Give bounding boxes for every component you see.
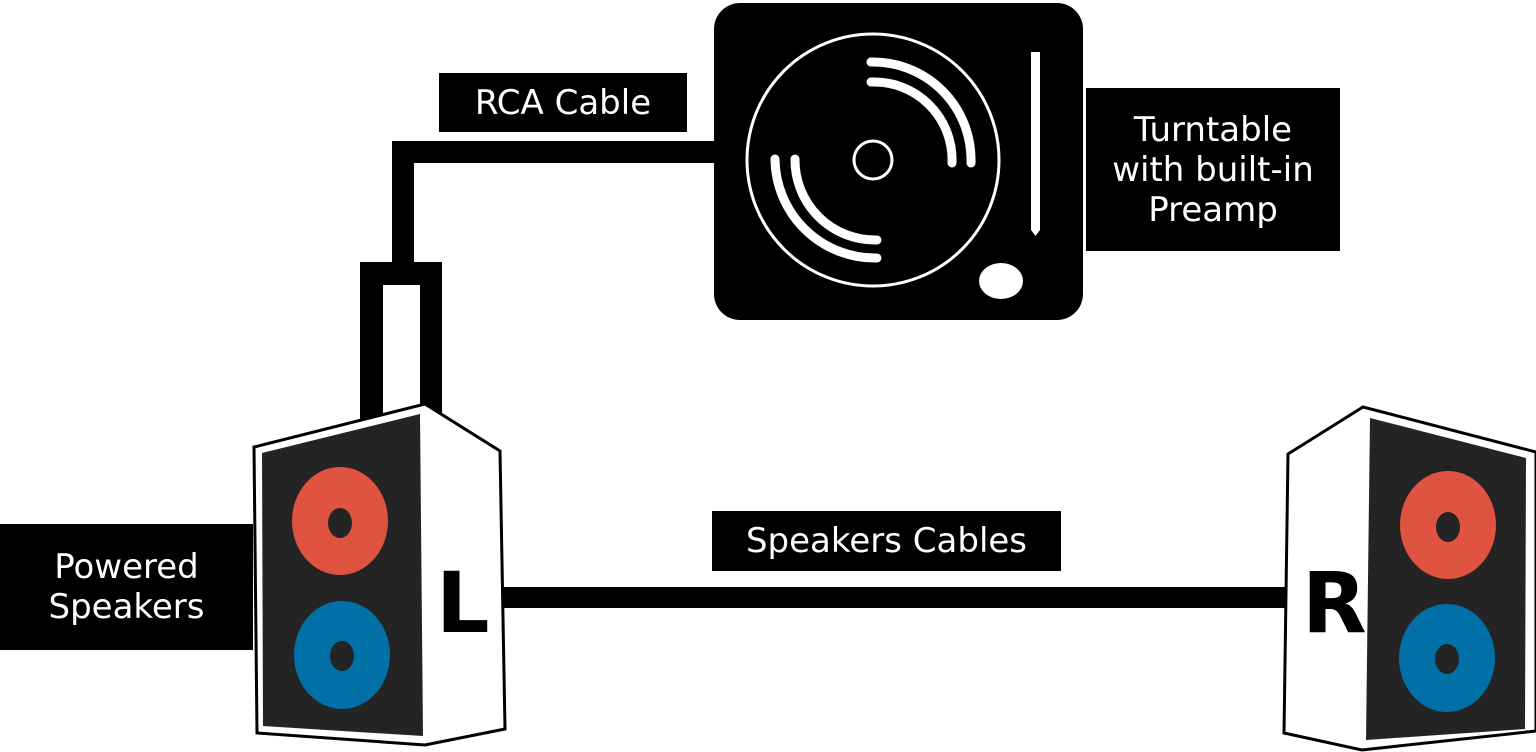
right-speaker-letter: R	[1302, 554, 1367, 652]
speaker-cables-label: Speakers Cables	[712, 511, 1061, 571]
speaker-cable	[500, 587, 1292, 608]
tonearm	[1031, 52, 1040, 236]
rca-cable	[392, 141, 714, 270]
turntable-label: Turntable with built-in Preamp	[1086, 88, 1340, 251]
left-speaker-letter: L	[436, 554, 490, 652]
platter	[745, 32, 1001, 288]
record-grooves	[770, 57, 976, 263]
powered-speakers-label: Powered Speakers	[0, 524, 253, 650]
left-speaker: L	[252, 402, 507, 747]
spindle	[852, 139, 894, 181]
rca-cable-label: RCA Cable	[439, 73, 687, 132]
tonearm-base	[979, 263, 1023, 299]
turntable	[714, 3, 1083, 320]
right-speaker: R	[1282, 405, 1536, 752]
rca-plug	[360, 262, 442, 425]
